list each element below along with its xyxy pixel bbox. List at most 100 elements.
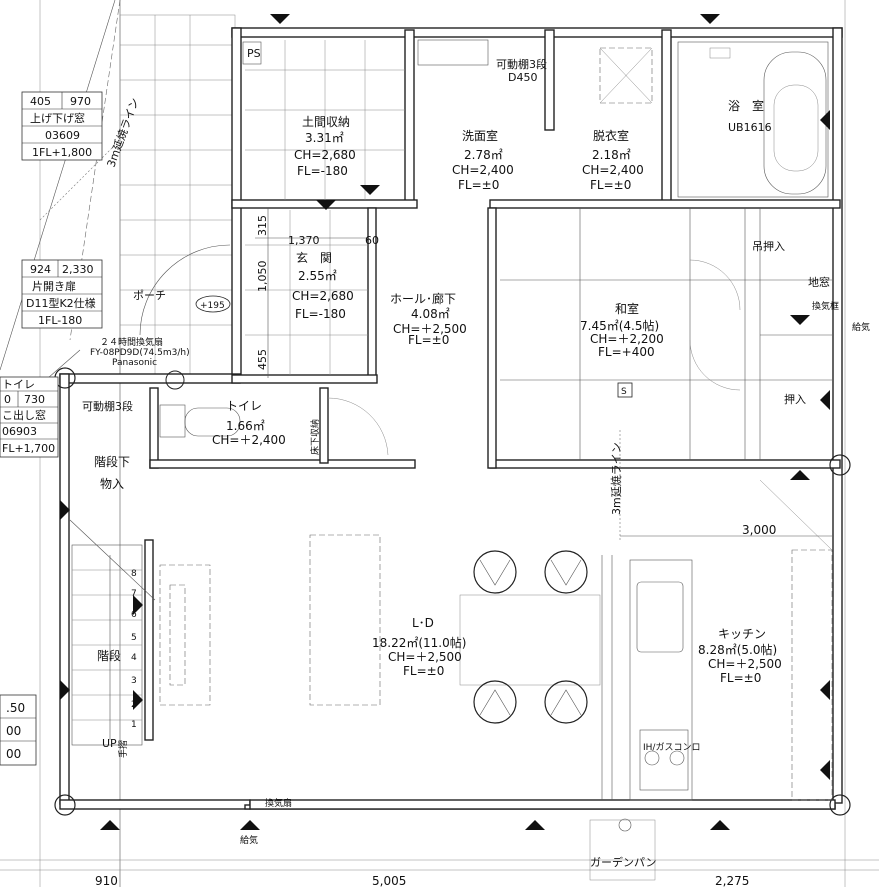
wt2-h: 2,330 <box>62 263 94 276</box>
stairs-up: UP <box>102 737 117 750</box>
hall-area: 4.08㎡ <box>411 307 450 321</box>
window-markers <box>60 14 830 830</box>
staircase <box>69 519 211 746</box>
wt1-w: 405 <box>30 95 51 108</box>
washroom-fl: FL=±0 <box>458 178 499 192</box>
vent-frame: 換気框 <box>812 300 839 312</box>
dining-set <box>309 534 601 724</box>
porch-level: +195 <box>200 301 225 311</box>
storage-fl: FL=-180 <box>297 164 348 178</box>
hall-fl: FL=±0 <box>408 333 449 347</box>
ld-ch: CH=＋2,500 <box>388 650 462 664</box>
setback-line-b: 3m延焼ライン <box>610 442 623 515</box>
dim-1370: 1,370 <box>288 234 320 247</box>
toilet-fixture <box>159 397 389 456</box>
dressing-area: 2.18㎡ <box>592 148 631 162</box>
understair-name2: 物入 <box>100 477 124 491</box>
wt3-name: トイレ <box>2 378 35 391</box>
room-bath: 浴 室 UB1616 <box>728 98 772 134</box>
porch-tiles <box>119 14 236 376</box>
room-stairs: 階段 UP <box>97 648 121 750</box>
stair-num: 2 <box>131 700 137 710</box>
ld-fl: FL=±0 <box>403 664 444 678</box>
entrance-area: 2.55㎡ <box>298 269 337 283</box>
stair-num: 1 <box>131 720 137 730</box>
garden-pan <box>589 818 656 881</box>
room-understair: 階段下 物入 <box>94 454 130 491</box>
washitsu-name: 和室 <box>615 301 639 316</box>
hall-name: ホール･廊下 <box>390 291 456 306</box>
entrance-tiles <box>242 40 405 375</box>
kitchen-area: 8.28㎡(5.0帖) <box>698 642 777 657</box>
handrail: 手摺 <box>117 740 129 758</box>
bath-model: UB1616 <box>728 121 772 134</box>
garden-pan-label: ガーデンパン <box>590 855 657 869</box>
dim-5005: 5,005 <box>372 874 406 887</box>
storage-name: 土間収納 <box>302 115 350 129</box>
sign-s: S <box>621 387 627 397</box>
kitchen-name: キッチン <box>718 627 766 641</box>
stair-num: 7 <box>131 589 137 599</box>
vent-label: 換気扇 <box>265 797 292 809</box>
storage-area: 3.31㎡ <box>305 131 344 145</box>
bathtub <box>677 41 829 198</box>
wt1-type: 上げ下げ窓 <box>30 111 85 125</box>
stairs-name: 階段 <box>97 648 121 663</box>
window-table-3: トイレ 0 730 こ出し窓 06903 FL+1,700 <box>0 376 59 458</box>
room-dressing: 脱衣室 2.18㎡ CH=2,400 FL=±0 <box>582 128 644 192</box>
wt1-h: 970 <box>70 95 91 108</box>
window-table-2: 924 2,330 片開き扉 D11型K2仕様 1FL-180 <box>21 259 103 329</box>
dim-60: 60 <box>365 234 379 247</box>
room-toilet: トイレ 1.66㎡ CH=＋2,400 <box>212 399 286 447</box>
entrance-name: 玄 関 <box>296 250 332 265</box>
entrance-fl: FL=-180 <box>295 307 346 321</box>
hall-ch: CH=＋2,500 <box>393 322 467 336</box>
left-partial-table: .50 00 00 <box>0 694 37 766</box>
exterior-walls <box>59 27 843 810</box>
shelf-top: 可動棚3段 <box>496 57 547 71</box>
stair-num: 6 <box>131 610 137 620</box>
storage-ch: CH=2,680 <box>294 148 356 162</box>
washroom-name: 洗面室 <box>462 128 498 143</box>
under-floor: 床下収納 <box>309 419 321 455</box>
room-washitsu: 和室 7.45㎡(4.5帖) CH=＋2,200 FL=+400 S <box>580 301 664 398</box>
stair-num: 5 <box>131 633 137 643</box>
room-storage: 土間収納 3.31㎡ CH=2,680 FL=-180 <box>294 115 356 178</box>
washroom-area: 2.78㎡ <box>464 148 503 162</box>
stair-num: 4 <box>131 653 137 663</box>
wt3-w: 0 <box>4 393 11 406</box>
fan-spec-2: FY-08PD9D(74.5m3/h) <box>90 348 190 358</box>
dim-910: 910 <box>95 874 118 887</box>
washroom-ch: CH=2,400 <box>452 163 514 177</box>
washbasin <box>417 39 653 104</box>
dim-3000: 3,000 <box>742 523 776 537</box>
dim-1050: 1,050 <box>256 261 269 293</box>
kitchen-ch: CH=＋2,500 <box>708 657 782 671</box>
room-ld: L･D 18.22㎡(11.0帖) CH=＋2,500 FL=±0 <box>372 616 466 678</box>
stair-num: 8 <box>131 569 137 579</box>
oshiire: 押入 <box>784 392 806 406</box>
wt2-w: 924 <box>30 263 51 276</box>
shelf-toilet: 可動棚3段 <box>82 399 133 413</box>
dimensions: 1,370 60 315 1,050 455 3,000 910 5,005 2… <box>95 208 832 887</box>
ps-label: PS <box>247 47 261 60</box>
room-washroom: 洗面室 2.78㎡ CH=2,400 FL=±0 <box>452 128 514 192</box>
wt2-level: 1FL-180 <box>38 314 82 327</box>
columns <box>54 367 851 816</box>
lp-2: 00 <box>6 724 21 738</box>
fan-spec-3: Panasonic <box>112 358 157 368</box>
understair-name1: 階段下 <box>94 454 130 469</box>
ld-area: 18.22㎡(11.0帖) <box>372 635 466 650</box>
wt3-h: 730 <box>24 393 45 406</box>
room-entrance: 玄 関 2.55㎡ CH=2,680 FL=-180 <box>292 250 354 321</box>
wt2-type: 片開き扉 <box>32 280 76 293</box>
dressing-fl: FL=±0 <box>590 178 631 192</box>
window-table-1: 405 970 上げ下げ窓 03609 1FL+1,800 <box>21 91 103 161</box>
tatami-grid <box>500 208 832 460</box>
setback-line-a: 3m延焼ライン <box>105 96 142 169</box>
wt1-code: 03609 <box>45 129 80 142</box>
washitsu-area: 7.45㎡(4.5帖) <box>580 318 659 333</box>
fan-spec-1: ２４時間換気扇 <box>100 336 163 348</box>
wt3-type: こ出し窓 <box>2 408 46 422</box>
dim-455: 455 <box>256 349 269 370</box>
